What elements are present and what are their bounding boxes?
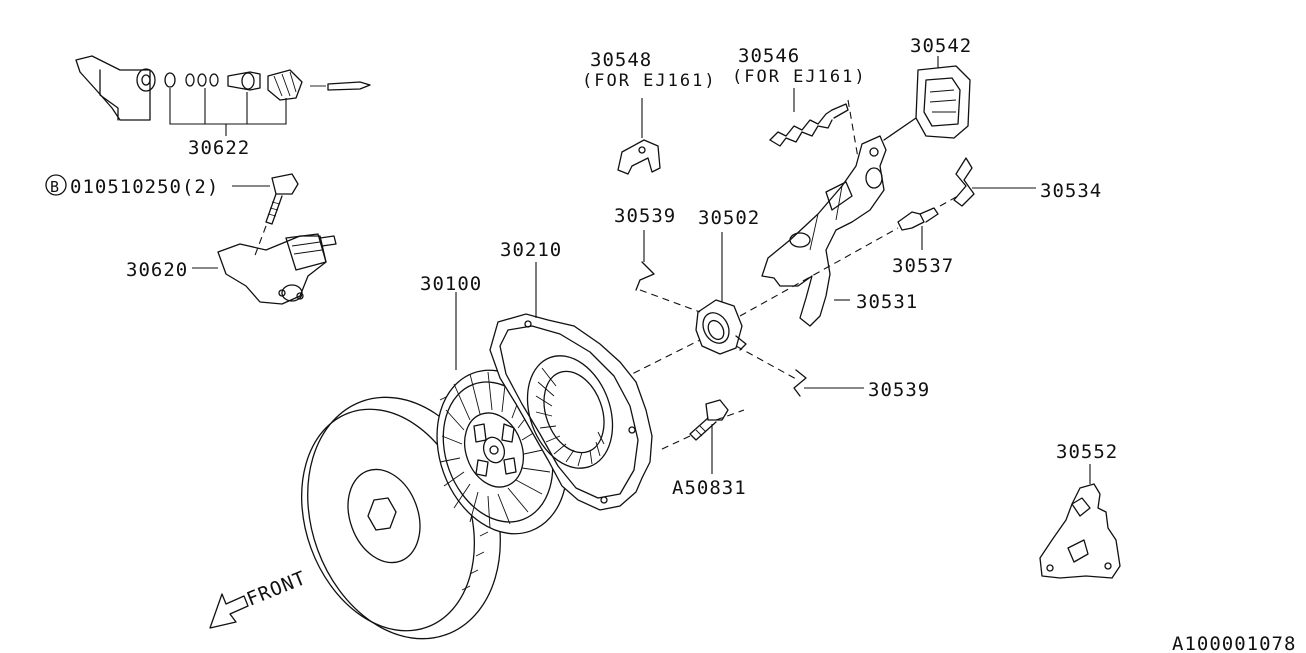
clip-30534: 30534 [953, 157, 1102, 207]
bracket-30552: 30552 [1039, 441, 1121, 579]
front-label: FRONT [244, 567, 310, 611]
spring-30546: 30546 (FOR EJ161) [732, 45, 867, 159]
label-30622: 30622 [188, 137, 250, 159]
bolt-circle-letter: B [50, 178, 60, 196]
operating-cylinder: 30620 [126, 225, 337, 305]
bolt-A50831: A50831 [672, 399, 747, 499]
pivot-30537: 30537 [892, 195, 959, 277]
release-bearing-30502: 30502 [695, 207, 760, 355]
label-30534: 30534 [1040, 180, 1102, 202]
figure-id: A100001078 [1172, 633, 1296, 653]
clip-30539-top: 30539 [614, 205, 676, 291]
note-30546: (FOR EJ161) [732, 67, 867, 87]
label-A50831: A50831 [672, 477, 747, 499]
label-30531: 30531 [856, 291, 918, 313]
clip-30539-bottom: 30539 [793, 369, 930, 401]
label-30210: 30210 [500, 239, 562, 261]
front-arrow-icon [209, 593, 249, 629]
label-30100: 30100 [420, 273, 482, 295]
boot-30542: 30542 [883, 35, 972, 141]
label-30537: 30537 [892, 255, 954, 277]
bolt-reference-label: 010510250(2) [70, 176, 219, 198]
label-30542: 30542 [910, 35, 972, 57]
bolt-reference: B 010510250(2) [45, 173, 299, 225]
label-30502: 30502 [698, 207, 760, 229]
clutch-cover-30210: 30210 [489, 239, 653, 511]
bolt-axis-line [659, 409, 745, 451]
bracket-30548: 30548 (FOR EJ161) [582, 49, 717, 175]
front-direction-indicator: FRONT [209, 567, 310, 629]
bearing-clip-line [639, 289, 799, 381]
note-30548: (FOR EJ161) [582, 71, 717, 91]
operating-cylinder-exploded: 30622 [75, 55, 371, 159]
label-30539-bottom: 30539 [868, 379, 930, 401]
label-30552: 30552 [1056, 441, 1118, 463]
label-30620: 30620 [126, 259, 188, 281]
label-30539-top: 30539 [614, 205, 676, 227]
label-30546: 30546 [738, 45, 800, 67]
release-fork-30531: 30531 [761, 135, 918, 327]
label-30548: 30548 [590, 49, 652, 71]
